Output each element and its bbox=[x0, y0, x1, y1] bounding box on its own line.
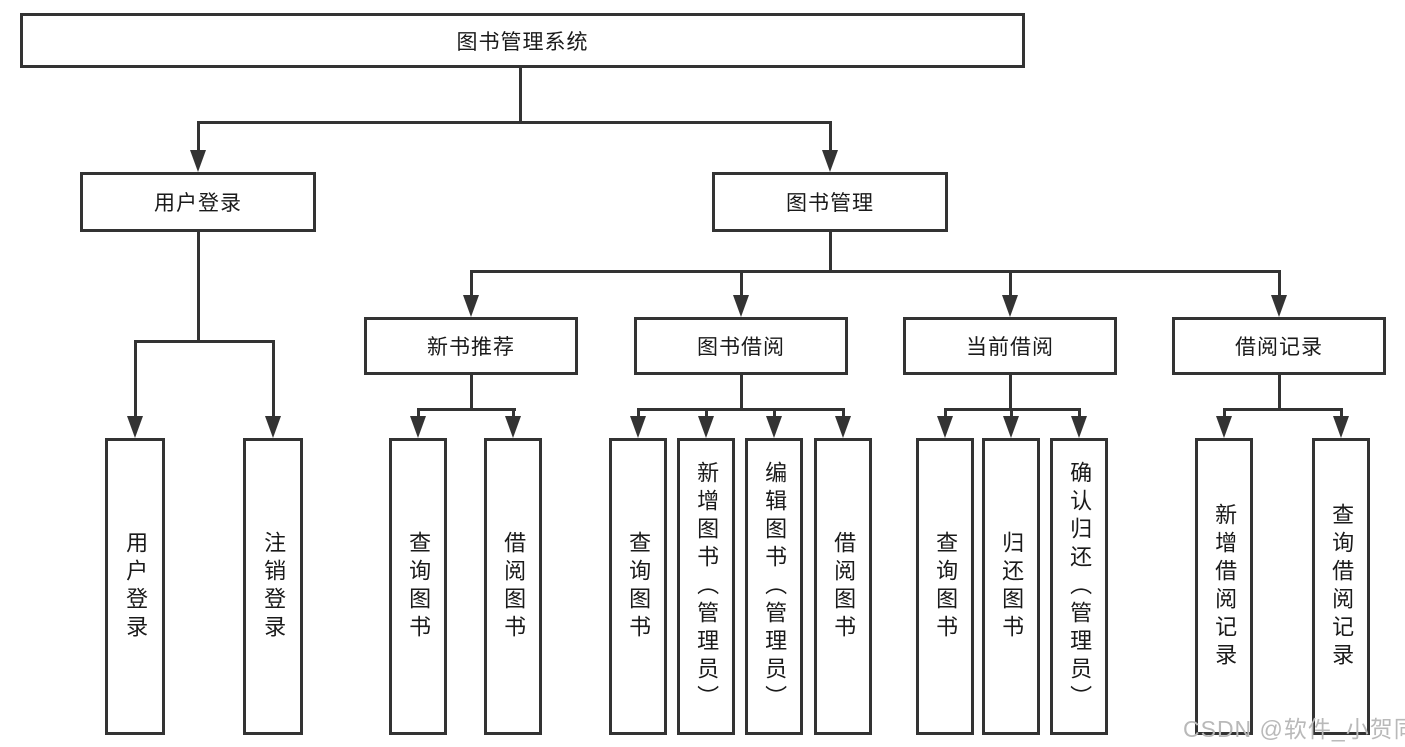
arrowhead-down-icon bbox=[733, 295, 749, 317]
node-borrowing-records-label: 借阅记录 bbox=[1235, 336, 1323, 359]
connector-borrowing-records-bus bbox=[1222, 408, 1343, 411]
arrowhead-down-icon bbox=[937, 416, 953, 438]
connector-user-login-stem bbox=[196, 232, 200, 342]
connector-drop bbox=[1077, 408, 1081, 420]
connector-new-book-stem bbox=[469, 375, 473, 411]
node-book-management-label: 图书管理 bbox=[786, 192, 874, 215]
arrowhead-down-icon bbox=[822, 150, 838, 172]
leaf-query-book-borrowing-label: 查询图书 bbox=[626, 530, 652, 643]
node-new-book-recommend: 新书推荐 bbox=[364, 317, 578, 375]
node-root-label: 图书管理系统 bbox=[456, 30, 589, 54]
leaf-user-login: 用户登录 bbox=[105, 438, 165, 735]
arrowhead-down-icon bbox=[766, 416, 782, 438]
leaf-confirm-return-admin: 确认归还（管理员） bbox=[1050, 438, 1108, 735]
connector-drop bbox=[841, 408, 845, 420]
connector-new-book-bus bbox=[416, 408, 516, 411]
connector-drop-borrowing-records bbox=[1277, 270, 1281, 297]
leaf-logout-label: 注销登录 bbox=[261, 530, 287, 643]
leaf-logout: 注销登录 bbox=[243, 438, 303, 735]
connector-drop bbox=[1339, 408, 1343, 420]
leaf-add-book-admin: 新增图书（管理员） bbox=[677, 438, 735, 735]
leaf-query-book-recommend: 查询图书 bbox=[389, 438, 447, 735]
leaf-query-borrow-record-label: 查询借阅记录 bbox=[1329, 502, 1355, 671]
leaf-query-book-borrowing: 查询图书 bbox=[609, 438, 667, 735]
node-borrowing-records: 借阅记录 bbox=[1172, 317, 1386, 375]
leaf-query-book-recommend-label: 查询图书 bbox=[406, 530, 432, 643]
node-user-login: 用户登录 bbox=[80, 172, 316, 232]
node-current-borrowing: 当前借阅 bbox=[903, 317, 1117, 375]
connector-root-stem bbox=[518, 68, 522, 121]
arrowhead-down-icon bbox=[1216, 416, 1232, 438]
leaf-borrow-book: 借阅图书 bbox=[814, 438, 872, 735]
arrowhead-down-icon bbox=[190, 150, 206, 172]
connector-drop bbox=[636, 408, 640, 420]
connector-book-management-bus bbox=[469, 270, 1281, 273]
leaf-add-borrow-record-label: 新增借阅记录 bbox=[1212, 502, 1238, 671]
arrowhead-down-icon bbox=[463, 295, 479, 317]
arrowhead-down-icon bbox=[698, 416, 714, 438]
connector-drop-new-book-recommend bbox=[469, 270, 473, 297]
leaf-borrow-book-recommend-label: 借阅图书 bbox=[501, 530, 527, 643]
arrowhead-down-icon bbox=[835, 416, 851, 438]
connector-drop-book-borrowing bbox=[739, 270, 743, 297]
leaf-query-book-current: 查询图书 bbox=[916, 438, 974, 735]
connector-drop bbox=[704, 408, 708, 420]
connector-drop-current-borrowing bbox=[1008, 270, 1012, 297]
leaf-query-borrow-record: 查询借阅记录 bbox=[1312, 438, 1370, 735]
leaf-return-book-label: 归还图书 bbox=[999, 530, 1025, 643]
connector-borrowing-records-stem bbox=[1277, 375, 1281, 411]
leaf-edit-book-admin: 编辑图书（管理员） bbox=[745, 438, 803, 735]
connector-drop bbox=[772, 408, 776, 420]
node-book-management: 图书管理 bbox=[712, 172, 948, 232]
connector-root-bus bbox=[196, 121, 832, 124]
leaf-add-borrow-record: 新增借阅记录 bbox=[1195, 438, 1253, 735]
arrowhead-down-icon bbox=[127, 416, 143, 438]
leaf-borrow-book-recommend: 借阅图书 bbox=[484, 438, 542, 735]
connector-drop-book-management bbox=[828, 121, 832, 152]
leaf-query-book-current-label: 查询图书 bbox=[933, 530, 959, 643]
arrowhead-down-icon bbox=[505, 416, 521, 438]
leaf-user-login-label: 用户登录 bbox=[123, 530, 149, 643]
node-book-borrowing-label: 图书借阅 bbox=[697, 336, 785, 359]
arrowhead-down-icon bbox=[1071, 416, 1087, 438]
leaf-borrow-book-label: 借阅图书 bbox=[831, 530, 857, 643]
connector-drop bbox=[1222, 408, 1226, 420]
arrowhead-down-icon bbox=[265, 416, 281, 438]
leaf-edit-book-admin-label: 编辑图书（管理员） bbox=[762, 460, 788, 713]
connector-drop bbox=[511, 408, 515, 420]
arrowhead-down-icon bbox=[1002, 295, 1018, 317]
arrowhead-down-icon bbox=[630, 416, 646, 438]
arrowhead-down-icon bbox=[1333, 416, 1349, 438]
arrowhead-down-icon bbox=[1003, 416, 1019, 438]
leaf-confirm-return-admin-label: 确认归还（管理员） bbox=[1067, 460, 1093, 713]
connector-drop bbox=[416, 408, 420, 420]
connector-user-login-bus bbox=[133, 340, 275, 343]
connector-book-management-stem bbox=[828, 232, 832, 273]
connector-drop-leaf-user-login bbox=[133, 340, 137, 418]
leaf-return-book: 归还图书 bbox=[982, 438, 1040, 735]
connector-current-borrowing-stem bbox=[1008, 375, 1012, 411]
connector-drop-leaf-logout bbox=[271, 340, 275, 418]
node-current-borrowing-label: 当前借阅 bbox=[966, 336, 1054, 359]
connector-drop-user-login bbox=[196, 121, 200, 152]
connector-drop bbox=[1009, 408, 1013, 420]
connector-book-borrowing-stem bbox=[739, 375, 743, 411]
arrowhead-down-icon bbox=[1271, 295, 1287, 317]
connector-drop bbox=[943, 408, 947, 420]
arrowhead-down-icon bbox=[410, 416, 426, 438]
node-user-login-label: 用户登录 bbox=[154, 192, 242, 215]
node-book-borrowing: 图书借阅 bbox=[634, 317, 848, 375]
csdn-watermark: CSDN @软件_小贺同学 bbox=[1183, 716, 1405, 742]
connector-book-borrowing-bus bbox=[636, 408, 845, 411]
node-root-library-system: 图书管理系统 bbox=[20, 13, 1025, 68]
leaf-add-book-admin-label: 新增图书（管理员） bbox=[694, 460, 720, 713]
node-new-book-recommend-label: 新书推荐 bbox=[427, 336, 515, 359]
